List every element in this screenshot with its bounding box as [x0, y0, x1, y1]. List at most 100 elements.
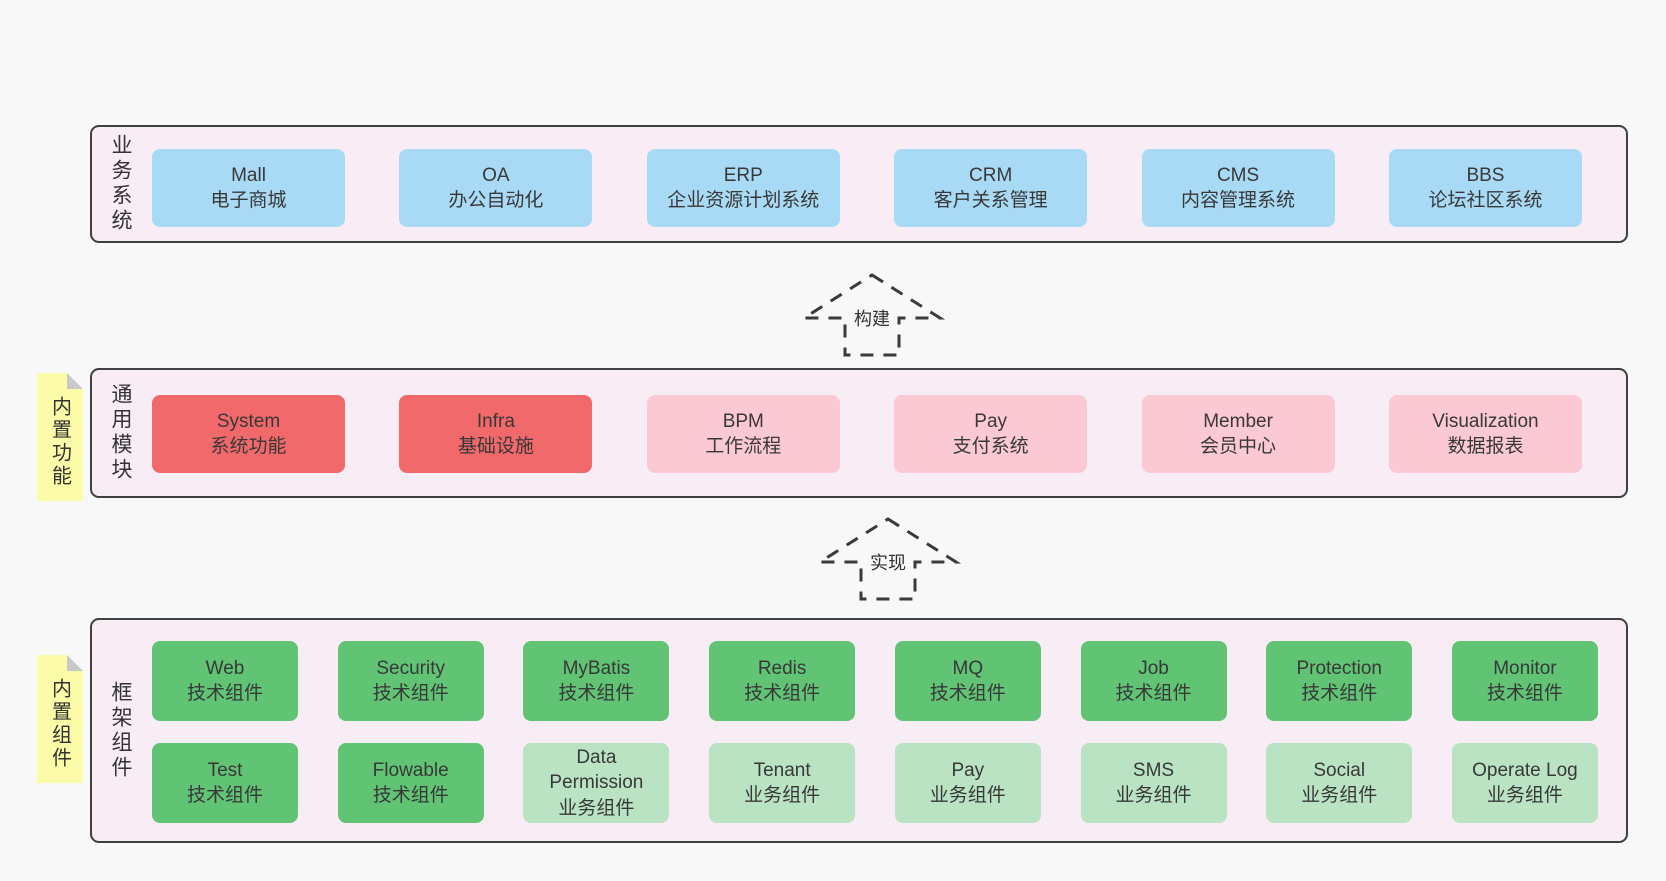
box-infra-en: Infra [476, 410, 515, 432]
box-social-zh: 业务组件 [1301, 785, 1378, 806]
box-social-en: Social [1313, 759, 1366, 781]
box-test-zh: 技术组件 [186, 785, 263, 806]
box-pay: Pay 支付系统 [894, 395, 1088, 473]
section-common-modules: 通用模块 System 系统功能 Infra 基础设施 BPM 工作流程 Pay… [90, 368, 1628, 498]
box-web: Web 技术组件 [152, 641, 298, 721]
box-sms-en: SMS [1132, 759, 1175, 781]
box-tenant-en: Tenant [753, 759, 811, 781]
box-web-en: Web [205, 657, 245, 679]
box-monitor: Monitor 技术组件 [1451, 641, 1598, 721]
box-data-permission: Data Permission 业务组件 [523, 743, 670, 823]
components-box-row-1: Web 技术组件 Security 技术组件 MyBatis 技术组件 Redi… [152, 641, 1598, 721]
box-system: System 系统功能 [152, 395, 345, 473]
box-redis-en: Redis [757, 657, 807, 679]
box-visualization-en: Visualization [1432, 410, 1539, 432]
section-framework-components: 框架组件 Web 技术组件 Security 技术组件 MyBatis 技术组件… [90, 618, 1628, 843]
box-infra: Infra 基础设施 [399, 395, 593, 473]
box-pay-zh: 支付系统 [952, 436, 1029, 457]
box-operate-log-zh: 业务组件 [1486, 785, 1563, 806]
box-tenant-zh: 业务组件 [744, 785, 821, 806]
box-sms: SMS 业务组件 [1080, 743, 1227, 823]
folded-corner-icon [67, 373, 83, 389]
arrow-implement-label: 实现 [867, 548, 909, 576]
box-crm-zh: 客户关系管理 [933, 190, 1048, 211]
box-protection: Protection 技术组件 [1266, 641, 1413, 721]
box-security: Security 技术组件 [337, 641, 484, 721]
box-flowable-zh: 技术组件 [372, 785, 449, 806]
box-mybatis-en: MyBatis [562, 657, 631, 679]
box-monitor-zh: 技术组件 [1486, 683, 1563, 704]
box-redis-zh: 技术组件 [744, 683, 821, 704]
dashed-up-arrow-build: 构建 [797, 272, 947, 358]
box-bbs-en: BBS [1466, 164, 1505, 186]
sticky-note-built-in-components: 内置组件 [37, 655, 83, 783]
sticky-note-components-label: 内置组件 [48, 678, 71, 770]
box-mybatis: MyBatis 技术组件 [523, 641, 670, 721]
box-cms: CMS 内容管理系统 [1141, 149, 1335, 227]
box-flowable: Flowable 技术组件 [337, 743, 484, 823]
box-pay-en: Pay [974, 410, 1008, 432]
modules-box-row: System 系统功能 Infra 基础设施 BPM 工作流程 Pay 支付系统… [152, 395, 1582, 473]
sticky-note-features-label: 内置功能 [48, 396, 71, 488]
section-business-systems: 业务系统 Mall 电子商城 OA 办公自动化 ERP 企业资源计划系统 CRM… [90, 125, 1628, 243]
box-monitor-en: Monitor [1493, 657, 1557, 679]
box-mq-zh: 技术组件 [929, 683, 1006, 704]
components-box-row-2: Test 技术组件 Flowable 技术组件 Data Permission … [152, 743, 1598, 823]
box-member: Member 会员中心 [1141, 395, 1335, 473]
box-mall-zh: 电子商城 [210, 190, 287, 211]
box-social: Social 业务组件 [1266, 743, 1413, 823]
box-job-en: Job [1138, 657, 1169, 679]
box-system-en: System [216, 410, 281, 432]
box-mybatis-zh: 技术组件 [558, 683, 635, 704]
section-components-label: 框架组件 [109, 680, 132, 781]
box-crm: CRM 客户关系管理 [894, 149, 1088, 227]
box-system-zh: 系统功能 [210, 436, 287, 457]
box-pay-biz: Pay 业务组件 [894, 743, 1041, 823]
section-business-label: 业务系统 [109, 134, 132, 234]
box-cms-en: CMS [1216, 164, 1260, 186]
box-cms-zh: 内容管理系统 [1181, 190, 1296, 211]
box-operate-log: Operate Log 业务组件 [1451, 743, 1598, 823]
box-test-en: Test [207, 759, 243, 781]
up-arrow-icon [814, 517, 962, 601]
box-pay-biz-en: Pay [951, 759, 985, 781]
box-bbs: BBS 论坛社区系统 [1388, 149, 1582, 227]
box-bpm-en: BPM [722, 410, 764, 432]
arrow-build-label: 构建 [851, 304, 893, 332]
box-test: Test 技术组件 [152, 743, 298, 823]
box-security-en: Security [376, 657, 446, 679]
box-protection-en: Protection [1296, 657, 1382, 679]
box-oa-en: OA [482, 164, 510, 186]
up-arrow-icon [798, 273, 946, 357]
business-box-row: Mall 电子商城 OA 办公自动化 ERP 企业资源计划系统 CRM 客户关系… [152, 149, 1582, 227]
folded-corner-icon [67, 655, 83, 671]
box-infra-zh: 基础设施 [457, 436, 534, 457]
box-erp-en: ERP [723, 164, 763, 186]
box-security-zh: 技术组件 [372, 683, 449, 704]
box-protection-zh: 技术组件 [1301, 683, 1378, 704]
box-sms-zh: 业务组件 [1115, 785, 1192, 806]
box-erp-zh: 企业资源计划系统 [667, 190, 820, 211]
box-bpm: BPM 工作流程 [646, 395, 840, 473]
box-mall-en: Mall [231, 164, 266, 186]
box-mq: MQ 技术组件 [894, 641, 1041, 721]
box-mq-en: MQ [952, 657, 984, 679]
dashed-up-arrow-implement: 实现 [813, 516, 963, 602]
box-bpm-zh: 工作流程 [705, 436, 782, 457]
box-pay-biz-zh: 业务组件 [929, 785, 1006, 806]
box-data-permission-en: Data Permission [549, 747, 644, 794]
box-flowable-en: Flowable [372, 759, 449, 781]
box-job-zh: 技术组件 [1115, 683, 1192, 704]
box-visualization-zh: 数据报表 [1447, 436, 1524, 457]
box-member-zh: 会员中心 [1200, 436, 1277, 457]
box-erp: ERP 企业资源计划系统 [646, 149, 840, 227]
box-operate-log-en: Operate Log [1472, 759, 1578, 781]
section-modules-label: 通用模块 [109, 383, 132, 483]
box-mall: Mall 电子商城 [152, 149, 345, 227]
box-web-zh: 技术组件 [186, 683, 263, 704]
box-visualization: Visualization 数据报表 [1388, 395, 1582, 473]
box-oa: OA 办公自动化 [399, 149, 593, 227]
box-data-permission-zh: 业务组件 [558, 797, 635, 819]
box-oa-zh: 办公自动化 [448, 190, 544, 211]
